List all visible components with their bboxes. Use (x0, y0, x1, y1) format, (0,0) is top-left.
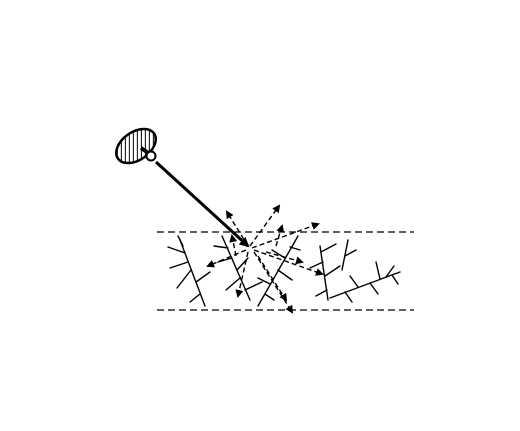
branch-left (167, 235, 211, 307)
scattered-ray-1 (225, 210, 249, 247)
scattered-ray-4 (253, 249, 324, 276)
branch-right (309, 239, 357, 301)
scattered-ray-2 (249, 204, 281, 247)
branch-center (257, 235, 301, 307)
scattered-ray-arrows (206, 204, 324, 314)
scattered-ray-9 (257, 255, 288, 302)
light-source-icon (115, 127, 157, 165)
incident-beam-arrow (154, 160, 250, 248)
branch-center-left (213, 235, 263, 301)
scattered-ray-11 (275, 224, 285, 247)
scattered-ray-7 (253, 251, 294, 314)
scattered-ray-5 (206, 249, 247, 268)
scattered-ray-8 (265, 251, 304, 265)
layer-boundaries (157, 231, 414, 311)
scattered-ray-3 (251, 222, 320, 249)
branch-far-right (329, 261, 401, 303)
scattering-branches (167, 235, 401, 307)
scattered-ray-10 (229, 234, 238, 257)
